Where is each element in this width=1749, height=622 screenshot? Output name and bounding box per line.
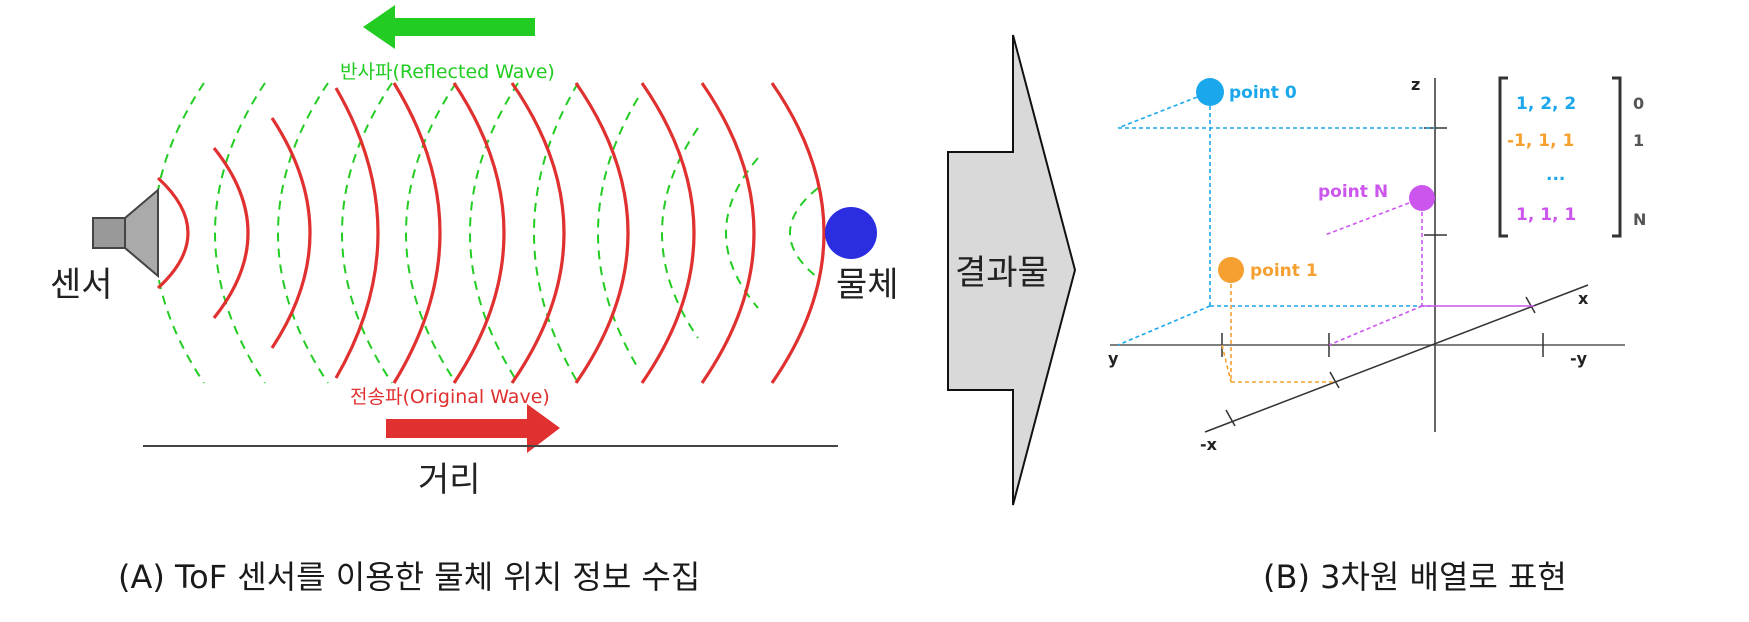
point-1-label: point 1 <box>1250 261 1318 281</box>
reflected-wave-arc <box>661 127 699 339</box>
original-wave-arc <box>452 82 506 384</box>
sensor-label: 센서 <box>50 265 113 305</box>
original-waves <box>156 82 826 384</box>
x-axis <box>1204 284 1589 433</box>
reflected-wave-arc <box>153 82 205 384</box>
reflected-wave-label: 반사파(Reflected Wave) <box>340 61 555 83</box>
point-1-guides <box>1221 270 1334 383</box>
panel-b-caption: (B) 3차원 배열로 표현 <box>1263 558 1567 596</box>
reflected-wave-arc <box>725 157 759 309</box>
matrix-row-n: 1, 1, 1 <box>1516 205 1576 225</box>
reflected-wave-arc <box>405 82 457 384</box>
reflected-wave-arc <box>214 82 266 384</box>
original-wave-arc <box>770 82 826 384</box>
panel-b: point 0 point N point 1 z x -x y -y 1, 2… <box>1108 75 1646 596</box>
sensor-icon <box>92 187 159 279</box>
original-wave-arc <box>392 82 442 384</box>
reflected-wave-arc <box>341 82 393 384</box>
original-wave-label: 전송파(Original Wave) <box>350 386 550 408</box>
matrix-index-0: 0 <box>1633 94 1644 113</box>
array-matrix: 1, 2, 2 -1, 1, 1 ... 1, 1, 1 0 1 N <box>1498 76 1646 238</box>
point-n-guides <box>1324 197 1534 346</box>
matrix-index-1: 1 <box>1633 131 1644 150</box>
point-0-guides <box>1117 91 1435 346</box>
reflected-wave-arc <box>533 82 579 384</box>
original-wave-arc <box>700 82 756 384</box>
original-wave-arc <box>510 82 566 384</box>
original-wave-arc <box>334 87 380 379</box>
panel-a-caption: (A) ToF 센서를 이용한 물체 위치 정보 수집 <box>118 558 700 596</box>
reflected-wave-arc <box>277 82 329 384</box>
matrix-row-0: 1, 2, 2 <box>1516 94 1576 114</box>
object-dot <box>825 207 877 259</box>
matrix-index-n: N <box>1633 210 1646 229</box>
neg-y-axis-label: -y <box>1570 349 1588 368</box>
reflected-wave-arc <box>469 82 519 384</box>
point-n-label: point N <box>1318 182 1388 202</box>
result-arrow: 결과물 <box>947 34 1077 506</box>
matrix-right-bracket <box>1612 76 1622 238</box>
matrix-left-bracket <box>1498 76 1508 238</box>
matrix-row-1: -1, 1, 1 <box>1507 131 1574 151</box>
original-wave-arc <box>574 82 630 384</box>
original-wave-arc <box>270 117 312 349</box>
point-n-dot <box>1409 185 1435 211</box>
original-wave-arc <box>212 147 250 319</box>
panel-a: 반사파(Reflected Wave) 센서 물체 전송파(Original W… <box>50 5 899 596</box>
x-axis-label: x <box>1578 289 1589 308</box>
original-wave-arc <box>640 82 696 384</box>
y-axis-label: y <box>1108 349 1119 368</box>
neg-x-axis-label: -x <box>1200 435 1218 454</box>
reflected-wave-arc <box>789 187 819 279</box>
matrix-ellipsis: ... <box>1546 165 1565 185</box>
point-0-label: point 0 <box>1229 83 1297 103</box>
reflected-wave-arc <box>597 97 639 369</box>
point-0-dot <box>1196 78 1224 106</box>
reflected-wave-arrow <box>363 5 535 49</box>
result-arrow-label: 결과물 <box>955 253 1049 293</box>
object-label: 물체 <box>836 265 899 305</box>
original-wave-arrow <box>386 404 560 453</box>
point-1-dot <box>1218 257 1244 283</box>
distance-label: 거리 <box>418 460 481 500</box>
original-wave-arc <box>156 176 190 290</box>
z-axis-label: z <box>1411 75 1420 94</box>
reflected-waves <box>153 82 819 384</box>
